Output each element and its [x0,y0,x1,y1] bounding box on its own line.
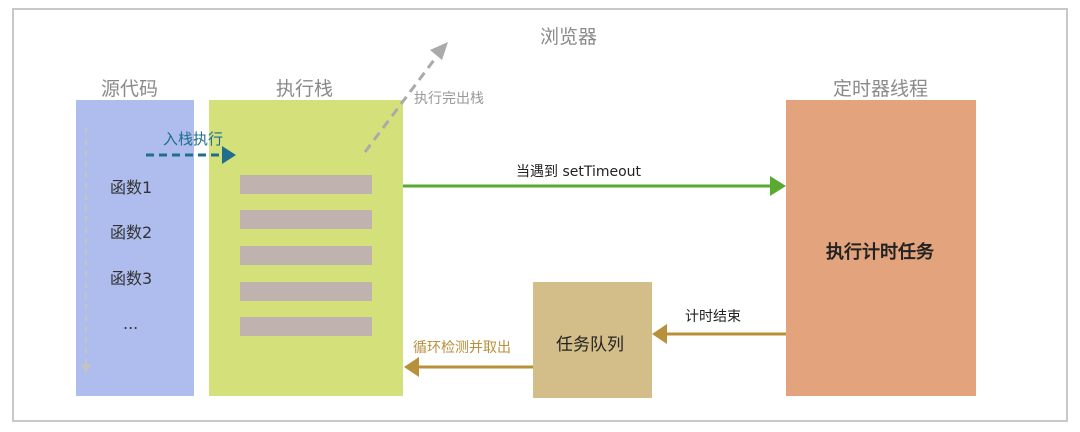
timer-title: 定时器线程 [833,78,929,100]
stack-title: 执行栈 [276,78,334,100]
source-title: 源代码 [101,78,159,100]
pop-arrow-line [363,55,439,153]
loop-label: 循环检测并取出 [413,340,511,356]
set-timeout-arrowhead [770,176,786,196]
stack-slot [240,246,372,265]
browser-label: 浏览器 [540,26,598,48]
function-3-label: 函数3 [110,269,153,288]
loop-arrowhead [404,357,419,377]
push-arrowhead [222,146,236,164]
source-flow-arrowhead [81,364,91,373]
push-label: 入栈执行 [163,130,224,148]
pop-label: 执行完出栈 [414,91,484,107]
stack-slot [240,317,372,336]
function-1-label: 函数1 [110,178,153,197]
source-code-column [76,100,194,396]
set-timeout-label: 当遇到 setTimeout [516,164,642,180]
timer-done-label: 计时结束 [685,309,741,325]
stack-slot [240,282,372,301]
stack-slot [240,210,372,229]
timer-task-label: 执行计时任务 [826,242,934,263]
function-ellipsis-label: ... [123,314,139,333]
timer-done-arrowhead [652,324,667,344]
task-queue-box [533,282,652,398]
function-2-label: 函数2 [110,223,153,242]
pop-arrowhead [430,42,448,60]
task-queue-label: 任务队列 [556,335,624,355]
timer-thread-column [786,100,976,396]
stack-slot [240,175,372,194]
